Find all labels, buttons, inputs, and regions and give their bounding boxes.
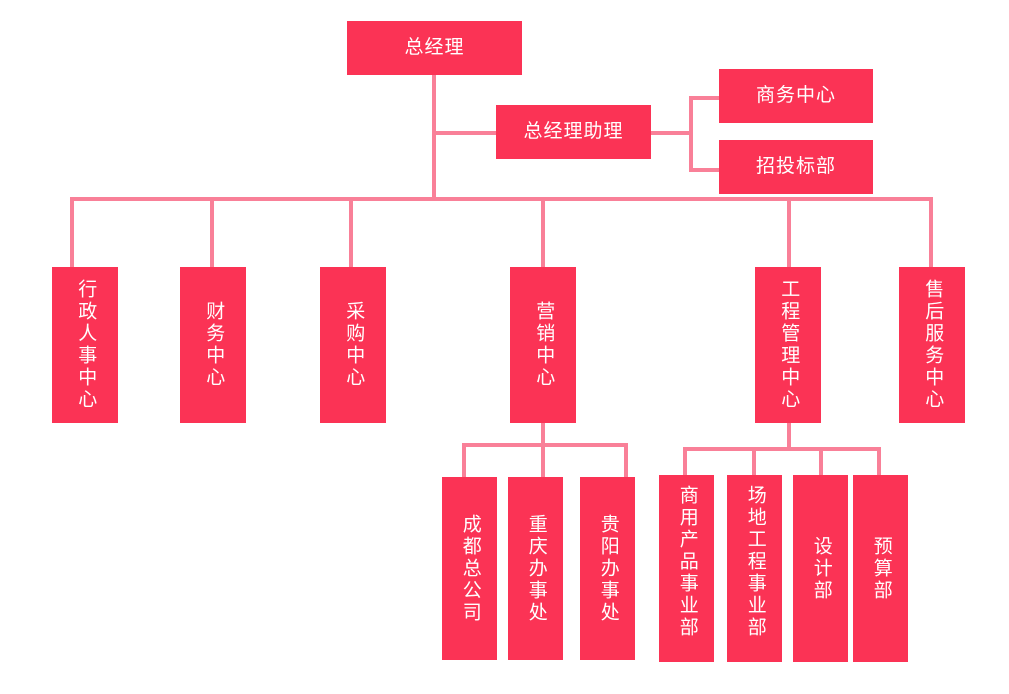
connector-division-bus (70, 197, 933, 201)
connector-drop-site-engineering (752, 447, 756, 477)
node-label-admin-hr-center: 行政人事中心 (75, 279, 97, 411)
node-bidding-dept[interactable]: 招投标部 (719, 140, 873, 194)
connector-drop-chongqing (541, 443, 545, 477)
node-general-manager[interactable]: 总经理 (347, 21, 522, 75)
node-label-design-dept: 设计部 (810, 535, 832, 602)
node-site-engineering-division[interactable]: 场地工程事业部 (727, 475, 782, 662)
node-label-commercial-product-division: 商用产品事业部 (676, 485, 698, 639)
node-label-aftersales-center: 售后服务中心 (922, 279, 944, 411)
connector-drop-budget (877, 447, 881, 477)
connector-drop-engineering (787, 197, 791, 267)
node-label-marketing-center: 营销中心 (533, 301, 555, 389)
node-guiyang-office[interactable]: 贵阳办事处 (580, 477, 635, 660)
node-budget-dept[interactable]: 预算部 (853, 475, 908, 662)
node-aftersales-center[interactable]: 售后服务中心 (899, 267, 965, 423)
connector-engineering-stem (787, 423, 791, 449)
connector-gm-trunk (432, 75, 436, 201)
node-finance-center[interactable]: 财务中心 (180, 267, 246, 423)
node-label-site-engineering-division: 场地工程事业部 (744, 485, 766, 639)
connector-to-bidding-dept (689, 168, 721, 172)
connector-drop-admin-hr (70, 197, 74, 267)
node-commercial-product-division[interactable]: 商用产品事业部 (659, 475, 714, 662)
connector-drop-commercial-product (683, 447, 687, 477)
node-chongqing-office[interactable]: 重庆办事处 (508, 477, 563, 660)
connector-drop-procurement (349, 197, 353, 267)
connector-drop-design (819, 447, 823, 477)
node-label-budget-dept: 预算部 (870, 535, 892, 602)
connector-assistant-stub (651, 131, 693, 135)
connector-to-business-center (689, 96, 721, 100)
connector-gm-to-assistant (432, 131, 496, 135)
node-label-chongqing-office: 重庆办事处 (525, 513, 547, 624)
node-admin-hr-center[interactable]: 行政人事中心 (52, 267, 118, 423)
node-label-gm-assistant: 总经理助理 (523, 120, 624, 142)
connector-drop-chengdu (462, 443, 466, 477)
connector-drop-guiyang (624, 443, 628, 477)
connector-drop-finance (210, 197, 214, 267)
node-design-dept[interactable]: 设计部 (793, 475, 848, 662)
node-label-chengdu-head-office: 成都总公司 (459, 513, 481, 624)
node-procurement-center[interactable]: 采购中心 (320, 267, 386, 423)
node-business-center[interactable]: 商务中心 (719, 69, 873, 123)
connector-marketing-bus (462, 443, 628, 447)
connector-drop-aftersales (929, 197, 933, 267)
node-label-bidding-dept: 招投标部 (755, 155, 836, 177)
node-engineering-mgmt-center[interactable]: 工程管理中心 (755, 267, 821, 423)
connector-marketing-stem (541, 423, 545, 445)
connector-engineering-bus (683, 447, 881, 451)
connector-drop-marketing (541, 197, 545, 267)
node-label-engineering-mgmt-center: 工程管理中心 (778, 279, 800, 411)
node-label-finance-center: 财务中心 (203, 301, 225, 389)
node-chengdu-head-office[interactable]: 成都总公司 (442, 477, 497, 660)
node-label-general-manager: 总经理 (404, 36, 465, 58)
node-label-guiyang-office: 贵阳办事处 (597, 513, 619, 624)
node-label-procurement-center: 采购中心 (343, 301, 365, 389)
connector-assistant-bracket (689, 96, 693, 172)
node-label-business-center: 商务中心 (755, 84, 836, 106)
node-gm-assistant[interactable]: 总经理助理 (496, 105, 651, 159)
node-marketing-center[interactable]: 营销中心 (510, 267, 576, 423)
